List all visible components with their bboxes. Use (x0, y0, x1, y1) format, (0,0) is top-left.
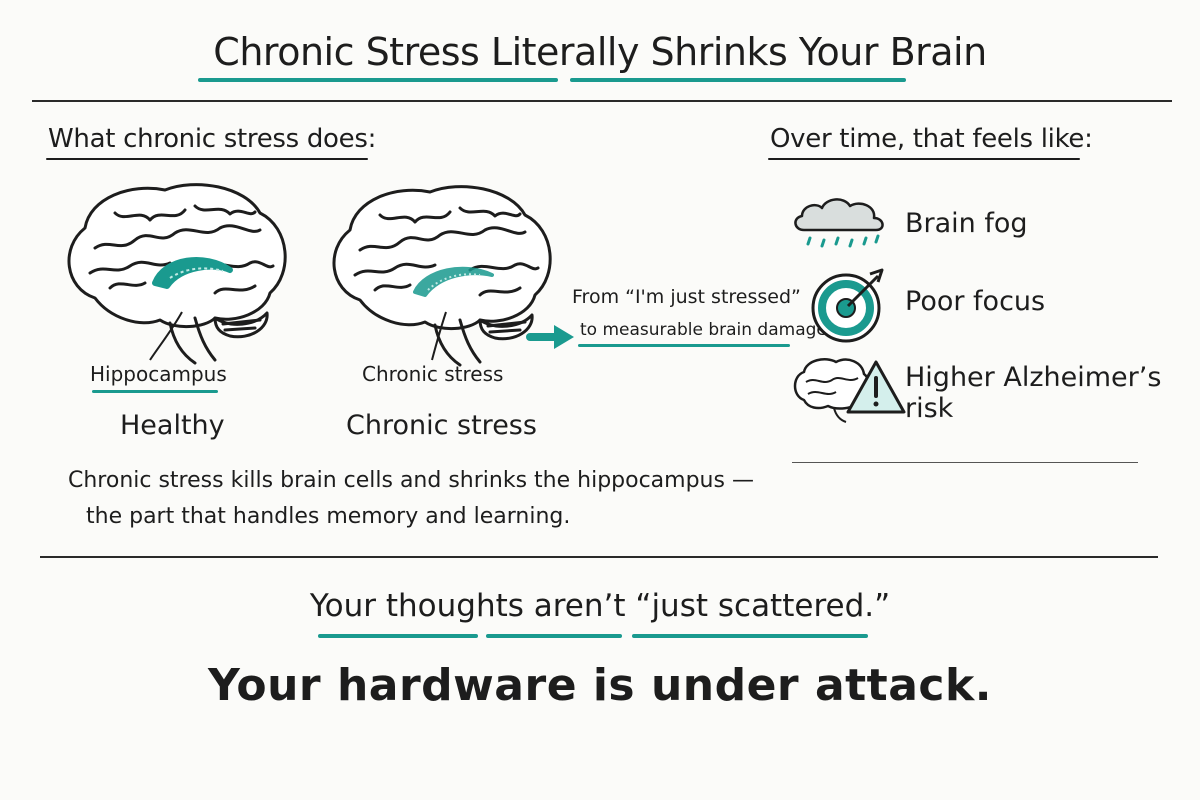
bottom-underline-1 (318, 634, 478, 638)
bottom-line2: Your hardware is under attack. (208, 660, 992, 711)
left-heading-underline (46, 158, 368, 160)
feel-item-alzheimers-risk: Higher Alzheimer’s risk (905, 362, 1162, 424)
arrow-right-icon (526, 325, 574, 349)
top-divider (32, 100, 1172, 102)
page-title: Chronic Stress Literally Shrinks Your Br… (213, 30, 987, 74)
stressed-region-label: Chronic stress (362, 362, 504, 386)
healthy-brain-illustration (67, 183, 287, 365)
description-line2: the part that handles memory and learnin… (86, 504, 571, 529)
target-icon (811, 268, 884, 343)
stressed-caption: Chronic stress (346, 410, 537, 441)
arrow-text-line2: to measurable brain damage (580, 320, 827, 340)
bottom-underline-2 (486, 634, 622, 638)
bottom-line1: Your thoughts aren’t “just scattered.” (309, 588, 891, 624)
cloud-icon (794, 198, 884, 248)
brain-warning-icon (793, 358, 906, 423)
feel-item-brain-fog: Brain fog (905, 208, 1028, 239)
right-divider (792, 462, 1138, 463)
description-line1: Chronic stress kills brain cells and shr… (68, 468, 754, 493)
right-heading: Over time, that feels like: (770, 124, 1093, 154)
arrow-text-line1: From “I'm just stressed” (572, 286, 801, 308)
right-heading-underline (768, 158, 1080, 160)
feel-item-poor-focus: Poor focus (905, 286, 1046, 317)
title-underline-2 (570, 78, 906, 82)
stressed-brain-illustration (332, 185, 552, 367)
arrow-text-underline (578, 344, 790, 347)
hippocampus-underline (92, 390, 218, 393)
middle-divider (40, 556, 1158, 558)
left-heading: What chronic stress does: (48, 124, 377, 154)
bottom-underline-3 (632, 634, 868, 638)
healthy-caption: Healthy (120, 410, 225, 441)
hippocampus-label: Hippocampus (90, 362, 227, 386)
title-underline-1 (198, 78, 558, 82)
